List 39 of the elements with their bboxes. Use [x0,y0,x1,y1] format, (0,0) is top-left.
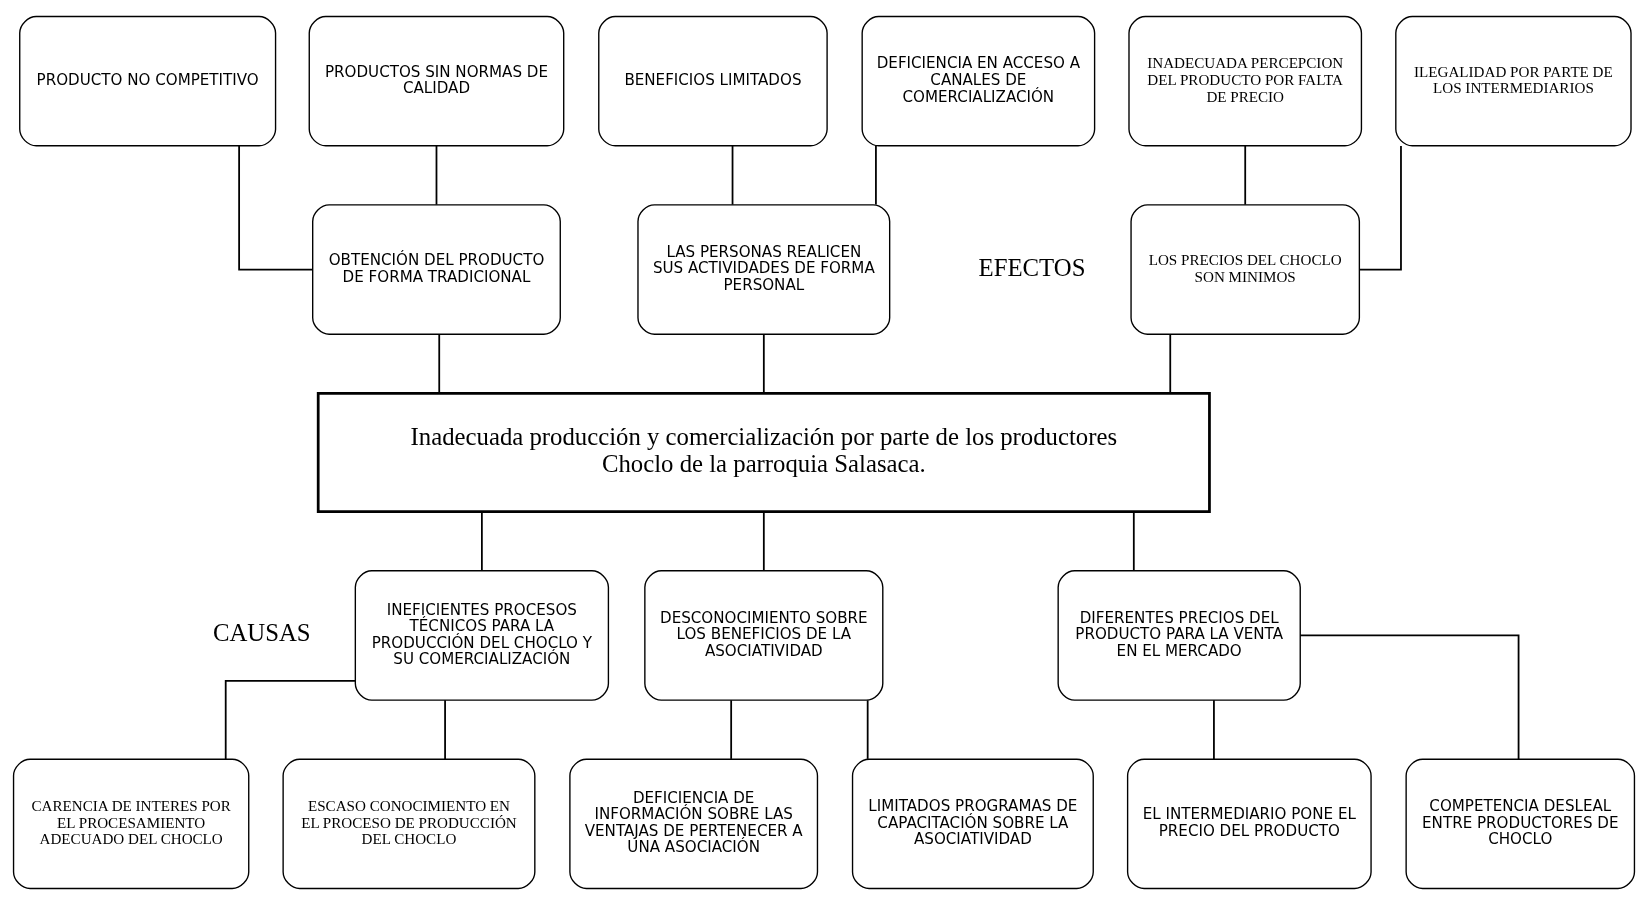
node-box: LAS PERSONAS REALICEN SUS ACTIVIDADES DE FORMA PERSONAL [637,204,891,335]
node-box: ESCASO CONOCIMIENTO EN EL PROCESO DE PRODUCCIÓN DEL CHOCLO [282,758,536,890]
node-box: INADECUADA PERCEPCION DEL PRODUCTO POR FALTA DE PRECIO [1128,15,1363,147]
node-box: DIFERENTES PRECIOS DEL PRODUCTO PARA LA VENTA EN EL MERCADO [1057,570,1301,701]
connector [444,699,446,760]
node-box: COMPETENCIA DESLEAL ENTRE PRODUCTORES DE CHOCLO [1405,758,1636,890]
connector [224,679,357,760]
node-box: BENEFICIOS LIMITADOS [598,15,828,147]
connector [1244,145,1247,206]
node-box: ILEGALIDAD POR PARTE DE LOS INTERMEDIARIOS [1395,15,1632,147]
node-box: INEFICIENTES PROCESOS TÉCNICOS PARA LA PRODUCCIÓN DEL CHOCLO Y SU COMERCIALIZACIÓN [354,570,610,701]
connector [730,699,733,760]
connector [762,511,765,572]
node-box: PRODUCTOS SIN NORMAS DE CALIDAD [308,15,565,147]
connector [1358,145,1402,271]
node-box: DESCONOCIMIENTO SOBRE LOS BENEFICIOS DE LA ASOCIATIVIDAD [644,570,884,701]
connector [480,511,483,572]
node-box: PRODUCTO NO COMPETITIVO [19,15,277,147]
connector [866,699,869,760]
connector [438,333,441,395]
node-box: Inadecuada producción y comercialización por parte de los productores Choclo de la parroquia Salasaca. [316,392,1211,513]
node-box: EL INTERMEDIARIO PONE EL PRECIO DEL PRODUCTO [1126,758,1372,890]
connector [435,145,438,206]
connector [1299,634,1520,760]
node-box: LOS PRECIOS DEL CHOCLO SON MINIMOS [1130,204,1361,335]
connector [875,145,877,206]
connector [762,333,765,395]
node-box: OBTENCIÓN DEL PRODUCTO DE FORMA TRADICIONAL [312,204,561,335]
node-box: DEFICIENCIA DE INFORMACIÓN SOBRE LAS VENTAJAS DE PERTENECER A UNA ASOCIACIÓN [569,758,819,890]
node-box: DEFICIENCIA EN ACCESO A CANALES DE COMERCIALIZACIÓN [861,15,1096,147]
connector [238,145,314,271]
connector [1132,511,1135,572]
connector [1213,699,1215,760]
connector [1169,333,1172,395]
node-box: CARENCIA DE INTERES POR EL PROCESAMIENTO ADECUADO DEL CHOCLO [12,758,250,890]
label: EFECTOS [978,253,1086,281]
node-box: LIMITADOS PROGRAMAS DE CAPACITACIÓN SOBRE LA ASOCIATIVIDAD [851,758,1094,890]
connector [731,145,734,206]
label: CAUSAS [212,619,311,647]
